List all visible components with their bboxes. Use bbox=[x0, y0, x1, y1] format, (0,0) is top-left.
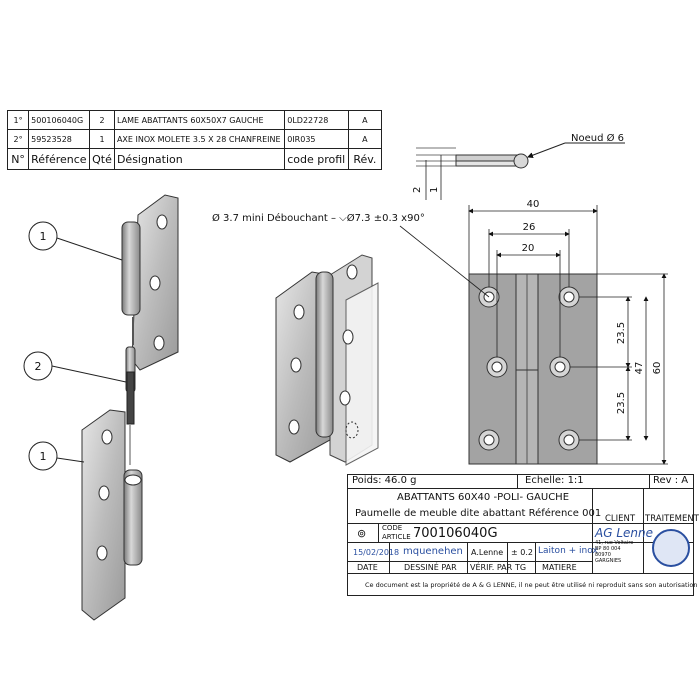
dim-height-47: 47 bbox=[634, 362, 645, 375]
bom-header-designation: Désignation bbox=[113, 148, 286, 170]
dim-height-23-5-top: 23.5 bbox=[616, 322, 627, 344]
dim-width-40: 40 bbox=[527, 199, 540, 210]
dim-thickness-2: 2 bbox=[412, 187, 423, 193]
callout-1-top: 1 bbox=[28, 221, 123, 261]
assembled-hinge-view bbox=[275, 254, 379, 466]
section-detail: 2 1 Noeud Ø 6 bbox=[412, 132, 625, 200]
dim-width-26: 26 bbox=[523, 222, 536, 233]
address-line: 80970 bbox=[595, 552, 611, 558]
tolerance-value: ± 0.2 bbox=[511, 548, 533, 557]
drawing-subtitle: Paumelle de meuble dite abattant Référen… bbox=[355, 508, 602, 519]
revision: Rev : A bbox=[653, 475, 689, 486]
exploded-bottom-leaf bbox=[81, 409, 143, 621]
header-drawn-by: DESSINÉ PAR bbox=[404, 563, 457, 572]
callout-label: 1 bbox=[40, 230, 47, 243]
code-label: CODE bbox=[382, 524, 403, 532]
bom-header-rev: Rév. bbox=[347, 148, 383, 170]
header-tg: TG bbox=[515, 563, 527, 572]
dim-width-20: 20 bbox=[522, 243, 535, 254]
company-name: AG Lenne bbox=[595, 526, 653, 540]
bom-num: 2° bbox=[6, 129, 30, 149]
header-verified-by: VÉRIF. PAR bbox=[470, 563, 513, 572]
bom-row: 1° 500106040G 2 LAME ABATTANTS 60X50X7 G… bbox=[6, 110, 383, 130]
hole bbox=[558, 429, 580, 451]
bom-header-num: N° bbox=[6, 148, 30, 170]
material-value: Laiton + inox bbox=[538, 546, 598, 556]
company-logo-icon bbox=[652, 529, 690, 567]
callout-label: 1 bbox=[40, 450, 47, 463]
bom-table: 1° 500106040G 2 LAME ABATTANTS 60X50X7 G… bbox=[6, 110, 383, 170]
drawn-by-value: mquenehen bbox=[403, 546, 463, 557]
front-view-dimensions bbox=[399, 205, 668, 465]
hole-spec-note: Ø 3.7 mini Débouchant – ⌵Ø7.3 ±0.3 x90° bbox=[212, 212, 425, 224]
weight: Poids: 46.0 g bbox=[352, 475, 417, 486]
article-label: ARTICLE bbox=[382, 533, 411, 541]
callout-2: 2 bbox=[23, 351, 127, 383]
bom-row: 2° 59523528 1 AXE INOX MOLETE 3.5 X 28 C… bbox=[6, 129, 383, 149]
callout-label: 2 bbox=[35, 360, 42, 373]
hole bbox=[486, 356, 508, 378]
bom-header-row: N° Référence Qté Désignation code profil… bbox=[6, 148, 383, 170]
hole bbox=[558, 286, 580, 308]
exploded-top-leaf bbox=[121, 194, 179, 371]
article-code: 700106040G bbox=[413, 526, 498, 541]
drawing-title: ABATTANTS 60X40 -POLI- GAUCHE bbox=[397, 492, 570, 503]
dim-thickness-1: 1 bbox=[429, 187, 440, 193]
treatment-label: TRAITEMENT bbox=[645, 514, 699, 524]
bom-header-qty: Qté bbox=[89, 148, 115, 170]
dim-noeud-label: Noeud Ø 6 bbox=[571, 132, 624, 144]
hole bbox=[549, 356, 571, 378]
exploded-pin bbox=[125, 346, 136, 465]
callout-1-bottom: 1 bbox=[28, 441, 85, 471]
title-block: Poids: 46.0 g Echelle: 1:1 Rev : A ABATT… bbox=[347, 474, 699, 596]
dim-height-60: 60 bbox=[652, 362, 663, 375]
address-line: 41, rue Voltaire bbox=[595, 540, 634, 546]
date-value: 15/02/2018 bbox=[353, 548, 400, 557]
verified-by-value: A.Lenne bbox=[471, 548, 504, 557]
client-label: CLIENT bbox=[605, 514, 636, 524]
address-line: GARGNIES bbox=[595, 558, 622, 564]
address-line: BP 80 004 bbox=[595, 546, 621, 552]
bom-header-profile: code profil bbox=[284, 148, 349, 170]
company-address: 41, rue Voltaire BP 80 004 80970 GARGNIE… bbox=[595, 540, 633, 564]
bom-header-ref: Référence bbox=[28, 148, 91, 170]
scale: Echelle: 1:1 bbox=[525, 475, 584, 486]
header-material: MATIERE bbox=[542, 563, 577, 572]
target-icon: ⊚ bbox=[357, 527, 367, 540]
front-view bbox=[468, 273, 598, 465]
dim-height-23-5-bottom: 23.5 bbox=[616, 392, 627, 414]
hole bbox=[478, 429, 500, 451]
copyright-notice: Ce document est la propriété de A & G LE… bbox=[365, 581, 698, 589]
header-date: DATE bbox=[357, 563, 378, 572]
